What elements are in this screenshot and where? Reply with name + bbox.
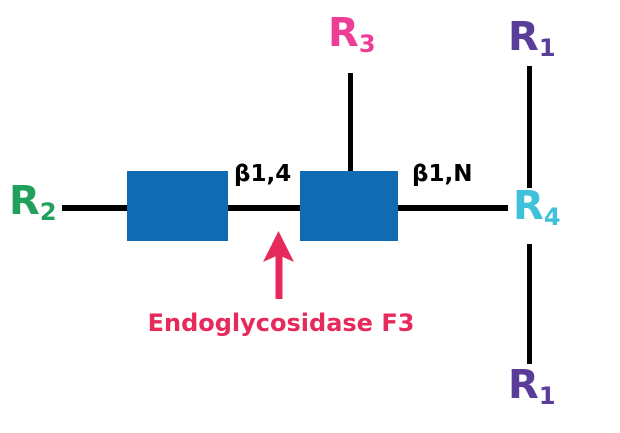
glcnac-square-right (300, 171, 398, 241)
r1-top-bond-line (527, 66, 532, 188)
residue-r2-base: R (9, 178, 40, 224)
linkage-beta-1-n-label: β1,N (412, 161, 473, 187)
cleavage-site-up-arrow-icon (263, 231, 294, 299)
residue-r1-top-base: R (508, 14, 539, 60)
residue-r1-bottom-base: R (508, 362, 539, 408)
residue-r4-subscript: 4 (543, 203, 561, 232)
backbone-bond-line (62, 205, 508, 211)
r1-bottom-bond-line (527, 244, 532, 364)
residue-r1-top-subscript: 1 (538, 34, 556, 63)
glcnac-square-left (127, 171, 228, 241)
residue-r4-base: R (513, 183, 544, 229)
residue-r3-label: R3 (328, 13, 376, 56)
arrow-shaft (275, 254, 283, 299)
residue-r4-label: R4 (513, 186, 561, 229)
residue-r1-bottom-label: R1 (508, 365, 556, 408)
residue-r2-label: R2 (9, 181, 57, 224)
residue-r3-base: R (328, 10, 359, 56)
linkage-beta-1-4-label: β1,4 (234, 161, 292, 187)
residue-r3-subscript: 3 (358, 30, 376, 59)
r3-bond-line (348, 73, 353, 171)
residue-r2-subscript: 2 (39, 198, 57, 227)
enzyme-name-label: Endoglycosidase F3 (147, 309, 415, 337)
residue-r1-bottom-subscript: 1 (538, 382, 556, 411)
arrow-head (263, 231, 294, 262)
residue-r1-top-label: R1 (508, 17, 556, 60)
